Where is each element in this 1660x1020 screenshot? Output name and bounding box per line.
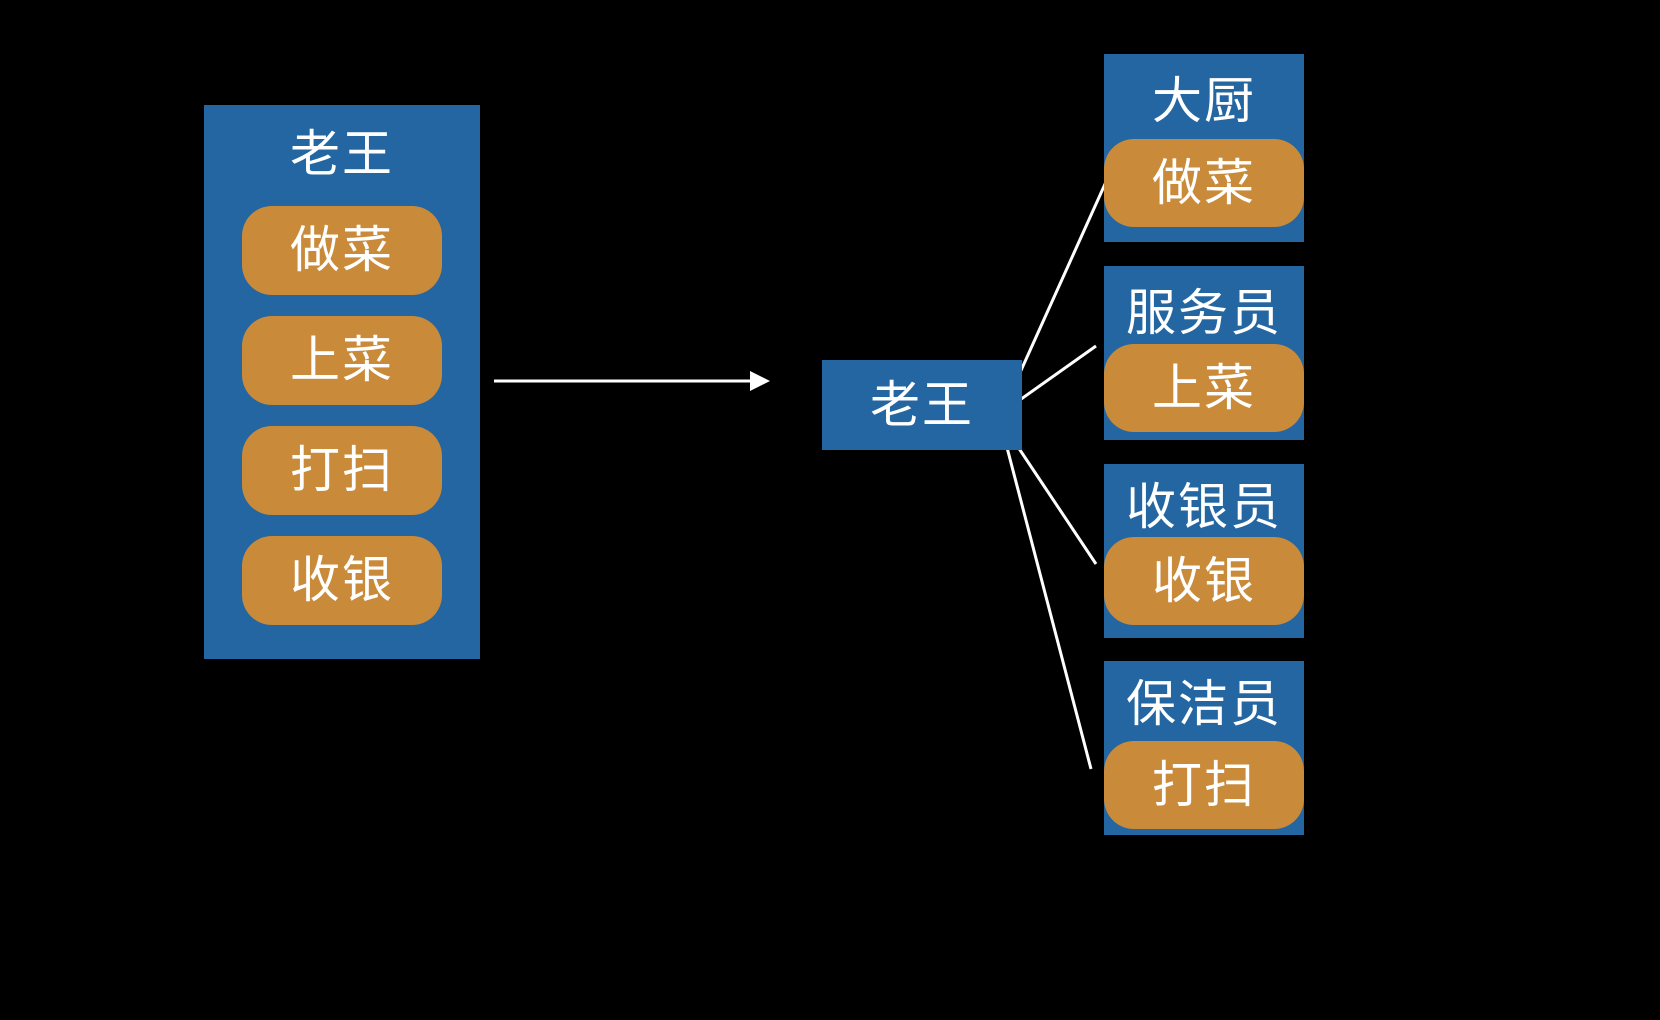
- before-title: 老王: [290, 125, 394, 183]
- role-title-cleaner: 保洁员: [1126, 675, 1282, 733]
- before-duty-cook: 做菜: [242, 206, 442, 295]
- role-duty-cashier: 收银: [1104, 537, 1304, 625]
- transform-arrow: [494, 371, 770, 391]
- before-box: 老王 做菜 上菜 打扫 收银: [204, 105, 480, 659]
- connector-cleaner: [1002, 435, 1093, 770]
- role-title-waiter: 服务员: [1126, 284, 1282, 342]
- role-box-chef: 大厨 做菜: [1104, 54, 1304, 242]
- role-duty-chef: 做菜: [1104, 139, 1304, 227]
- before-duty-serve: 上菜: [242, 316, 442, 405]
- role-box-cleaner: 保洁员 打扫: [1104, 661, 1304, 835]
- before-duty-cashier: 收银: [242, 536, 442, 625]
- role-title-chef: 大厨: [1152, 72, 1256, 130]
- role-title-cashier: 收银员: [1126, 478, 1282, 536]
- role-box-cashier: 收银员 收银: [1104, 464, 1304, 638]
- role-duty-cleaner: 打扫: [1104, 741, 1304, 829]
- role-duty-waiter: 上菜: [1104, 344, 1304, 432]
- before-duty-clean: 打扫: [242, 426, 442, 515]
- center-title: 老王: [870, 376, 974, 434]
- role-box-waiter: 服务员 上菜: [1104, 266, 1304, 440]
- center-box: 老王: [822, 360, 1022, 450]
